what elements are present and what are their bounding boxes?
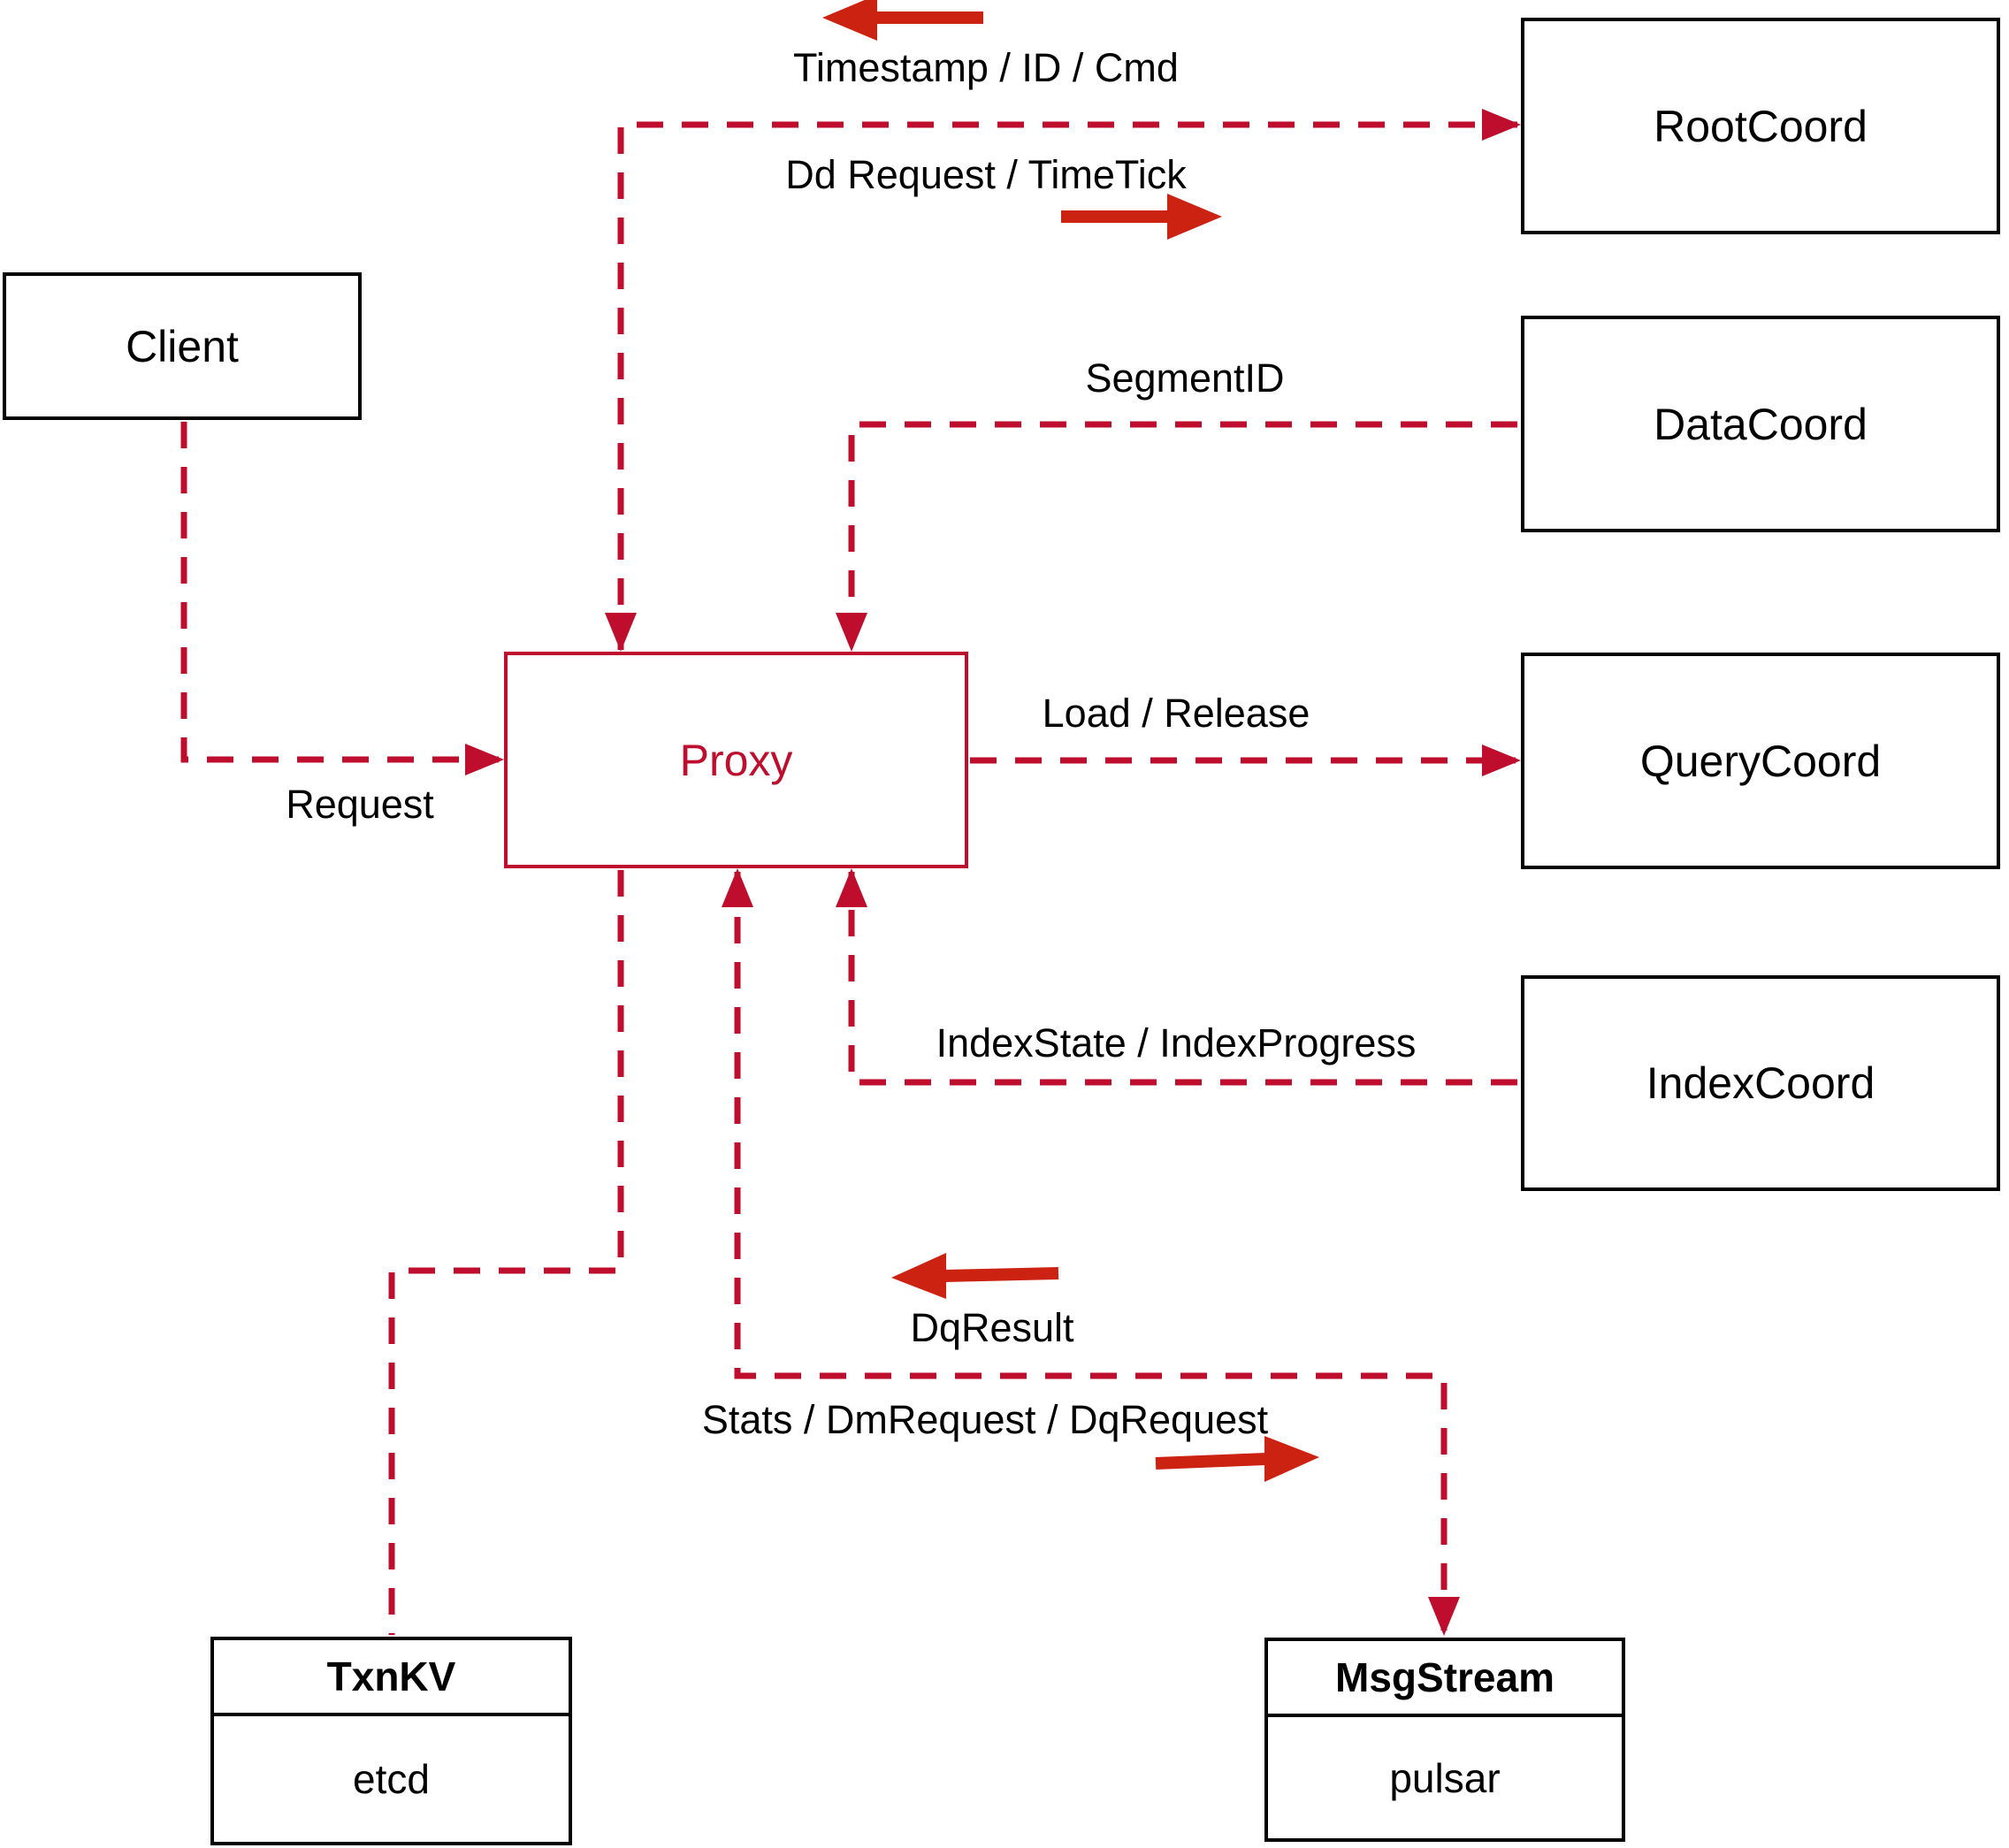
node-proxy: Proxy [504,652,968,868]
arrowhead-into-rootcoord [1482,109,1521,141]
table-msgstream: MsgStream pulsar [1264,1638,1625,1842]
edge-label-timestamp-id-cmd: Timestamp / ID / Cmd [793,45,1179,90]
right-arrow-icon-head [1167,194,1222,240]
table-txnkv-header: TxnKV [214,1640,569,1716]
node-datacoord: DataCoord [1521,316,2000,532]
edge-proxy-rootcoord [617,121,1517,650]
node-client-label: Client [126,321,239,371]
arrowhead-into-proxy-left [465,744,504,775]
edge-label-load-release: Load / Release [1042,691,1310,736]
table-txnkv: TxnKV etcd [210,1637,572,1845]
table-msgstream-header: MsgStream [1268,1641,1622,1717]
edge-label-index-state-progress: IndexState / IndexProgress [936,1020,1417,1065]
node-indexcoord-label: IndexCoord [1646,1058,1875,1108]
left-arrow-icon-head [822,0,877,41]
arrowhead-into-proxy-top-left [605,613,637,652]
edge-label-dq-result: DqResult [910,1305,1074,1350]
node-querycoord: QueryCoord [1521,653,2000,869]
table-msgstream-body: pulsar [1389,1754,1501,1801]
edge-label-request: Request [286,782,434,827]
node-indexcoord: IndexCoord [1521,975,2000,1191]
node-datacoord-label: DataCoord [1654,399,1868,449]
right-arrow-icon-stats-head [1264,1436,1319,1482]
right-arrow-icon-stats [1155,1453,1267,1470]
node-client: Client [3,272,362,420]
edge-proxy-msgstream [734,872,1448,1630]
node-querycoord-label: QueryCoord [1639,736,1882,786]
arrowhead-into-querycoord [1482,745,1521,776]
edge-client-proxy [180,422,499,763]
table-txnkv-body: etcd [353,1756,430,1802]
left-arrow-icon-dqresult [943,1267,1059,1282]
left-arrow-icon-dqresult-head [891,1253,946,1299]
arrowhead-into-proxy-bottom-mid [722,868,753,907]
arrowhead-into-proxy-bottom-right [836,868,867,907]
arrowhead-into-proxy-top-right [836,613,867,652]
edge-label-segment-id: SegmentID [1085,355,1285,401]
node-proxy-label: Proxy [679,735,793,785]
arrowhead-into-msgstream [1428,1597,1460,1636]
node-rootcoord-label: RootCoord [1654,101,1868,151]
edge-proxy-txnkv [388,870,624,1635]
edge-label-stats-dm-dq: Stats / DmRequest / DqRequest [701,1397,1269,1442]
edge-label-dd-request-timetick: Dd Request / TimeTick [785,152,1187,197]
node-rootcoord: RootCoord [1521,18,2000,234]
edge-datacoord-proxy [848,421,1517,648]
